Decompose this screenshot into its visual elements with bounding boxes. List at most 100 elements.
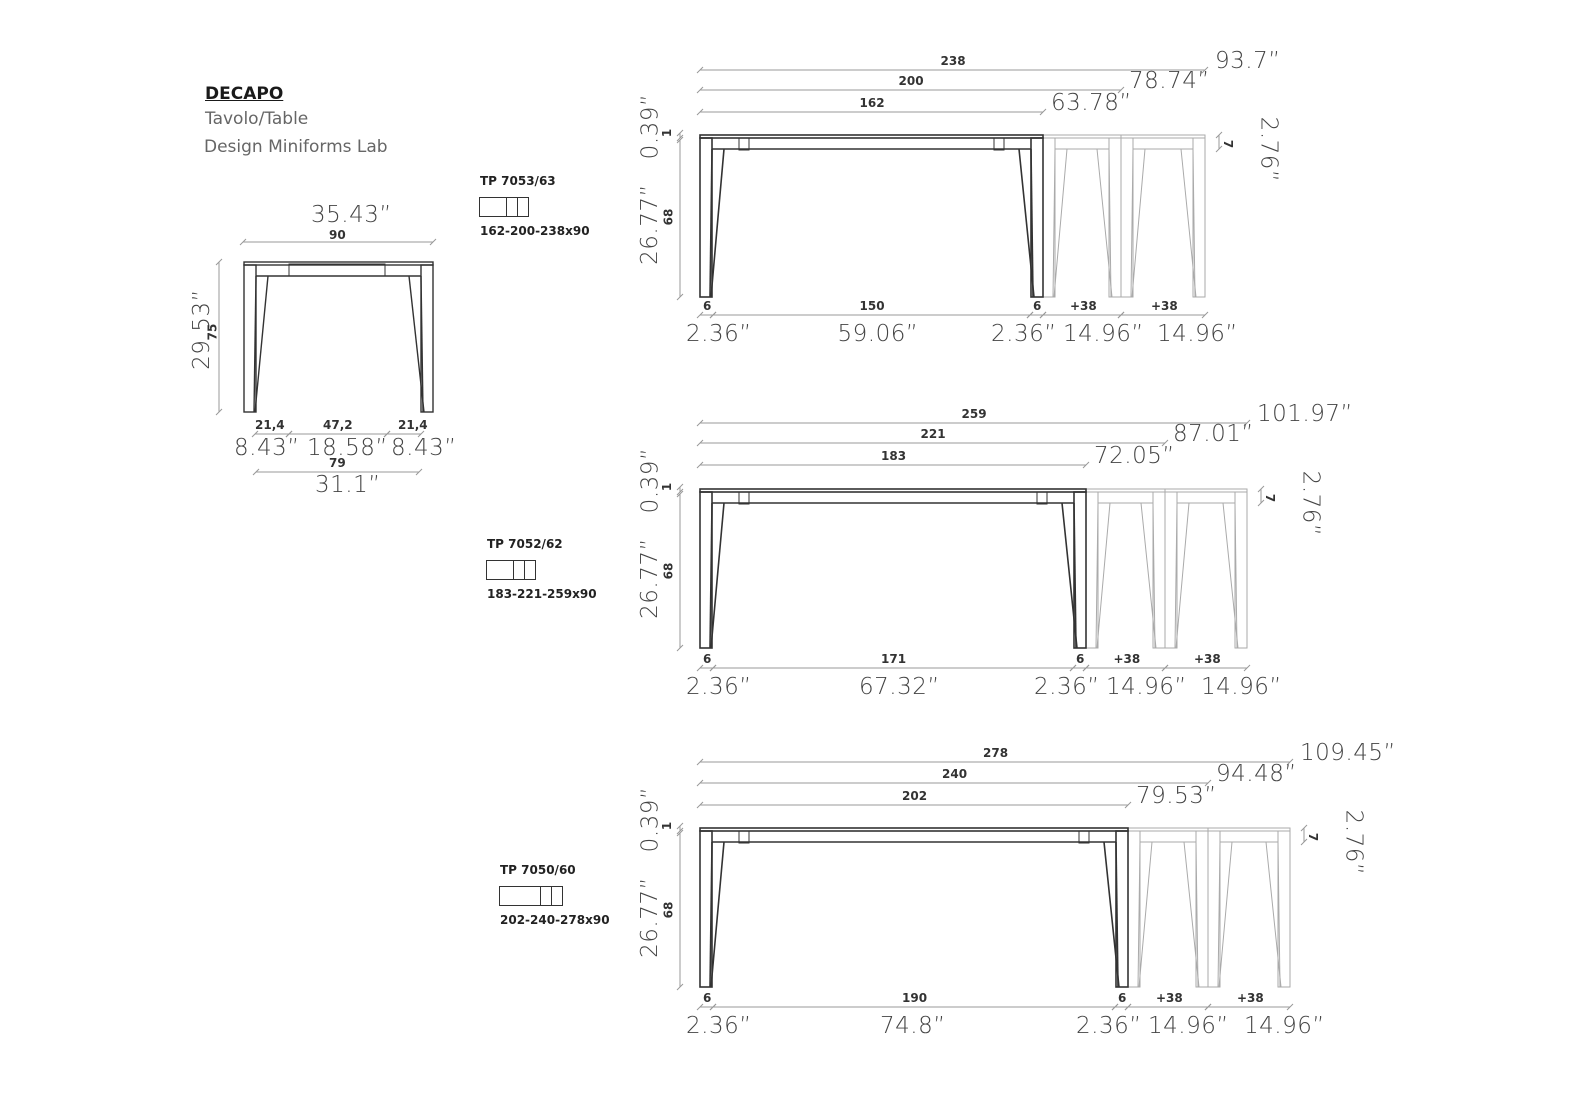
bottom-dim-1-tick xyxy=(709,1003,717,1011)
extension-2-2-leg-left xyxy=(1207,830,1221,988)
extension-1-1-leg-right-strut xyxy=(1140,502,1157,649)
table-sizes: 162-200-238x90 xyxy=(480,224,590,238)
small-table-drawer xyxy=(288,263,386,277)
extension-2-2-leg-left-strut xyxy=(1218,841,1233,988)
extension-1-2-leg-right-strut xyxy=(1195,841,1199,988)
bottom-cm: 6 xyxy=(1076,652,1085,666)
extension-height-dim-tick xyxy=(1215,131,1223,139)
table-0-bracket xyxy=(738,137,750,151)
small-height-dim-tick xyxy=(215,258,223,266)
small-table-leg-left-strut xyxy=(253,275,257,413)
bottom-in: 2.36” xyxy=(686,674,752,700)
small-seg-cm-1: 21,4 xyxy=(255,418,285,432)
table-0-top xyxy=(699,134,1044,139)
small-seg-cm-2: 47,2 xyxy=(323,418,353,432)
small-base-in: 31.1” xyxy=(315,472,381,498)
table-2-leg-left xyxy=(699,830,713,988)
table-sizes: 183-221-259x90 xyxy=(487,587,597,601)
bottom-in: 2.36” xyxy=(991,321,1057,347)
length-in: 94.48” xyxy=(1216,761,1297,787)
length-dim-max-tick xyxy=(1243,419,1251,427)
small-seg-in-2: 18.58” xyxy=(307,435,388,461)
small-seg-dim-tick xyxy=(383,430,391,438)
extension-1-1-leg-left-strut xyxy=(1095,502,1099,649)
table-1-leg-left-strut xyxy=(710,502,725,649)
designer: Design Miniforms Lab xyxy=(204,137,388,157)
length-dim-mid-tick xyxy=(696,779,704,787)
bottom-dim-1-tick xyxy=(709,664,717,672)
bottom-cm: 6 xyxy=(703,299,712,313)
extension-2-1-leg-right-strut xyxy=(1234,502,1238,649)
length-in: 63.78” xyxy=(1051,90,1132,116)
small-table-leg-left xyxy=(243,264,257,413)
extension-2-1-leg-right-strut xyxy=(1222,502,1239,649)
bottom-dim-2-tick xyxy=(1069,664,1077,672)
extension-2-0-top xyxy=(1120,134,1206,139)
small-width-dim-tick xyxy=(429,238,437,246)
bottom-cm: +38 xyxy=(1156,991,1183,1005)
extension-2-2-leg-right-strut xyxy=(1265,841,1282,988)
length-cm: 240 xyxy=(942,767,968,781)
extension-1-0-leg-right-strut xyxy=(1108,148,1112,298)
length-cm: 278 xyxy=(983,746,1009,760)
extension-1-0-leg-left-strut xyxy=(1053,148,1068,298)
table-0-leg-left-strut xyxy=(710,148,725,298)
top-thickness-dim-tick xyxy=(676,129,684,137)
length-dim-min-tick xyxy=(696,801,704,809)
table-2-top xyxy=(699,827,1129,832)
small-width-cm: 90 xyxy=(329,228,346,242)
bottom-in: 59.06” xyxy=(837,321,919,347)
extension-1-1-leg-right-strut xyxy=(1152,502,1156,649)
extension-2-1-top xyxy=(1164,488,1248,493)
leg-height-dim-tick xyxy=(676,983,684,991)
table-2-leg-right-strut xyxy=(1103,841,1120,988)
length-cm: 221 xyxy=(920,427,946,441)
bottom-dim-4-tick xyxy=(1286,1003,1294,1011)
extension-height-dim-tick xyxy=(1257,485,1265,493)
table-1-leg-right xyxy=(1073,491,1087,649)
bottom-dim-4-tick xyxy=(1161,664,1169,672)
table-1-top xyxy=(699,488,1087,493)
extension-2-1-leg-left-strut xyxy=(1174,502,1178,649)
extension-2-1-leg-left-strut xyxy=(1175,502,1190,649)
table-2-leg-right xyxy=(1115,830,1129,988)
extension-height-dim-tick xyxy=(1300,824,1308,832)
length-in: 109.45” xyxy=(1300,740,1396,766)
top-thickness-in: 0.39” xyxy=(637,786,664,853)
length-cm: 202 xyxy=(902,789,928,803)
extension-2-2-leg-right-strut xyxy=(1277,841,1281,988)
bottom-dim-3-tick xyxy=(1124,1003,1132,1011)
length-dim-mid-tick xyxy=(1117,86,1125,94)
top-thickness-dim-tick xyxy=(676,483,684,491)
small-table-leg-right-strut xyxy=(420,275,424,413)
bottom-dim-4-tick xyxy=(1117,311,1125,319)
length-dim-max-tick xyxy=(696,66,704,74)
extension-config-icon xyxy=(486,560,536,580)
leg-height-cm: 68 xyxy=(661,208,676,226)
bottom-in: 14.96” xyxy=(1063,321,1144,347)
bottom-in: 14.96” xyxy=(1157,321,1238,347)
small-base-dim-tick xyxy=(415,468,423,476)
small-table-leg-left-strut xyxy=(254,275,269,413)
bottom-dim-0-tick xyxy=(696,1003,704,1011)
small-base-cm: 79 xyxy=(329,456,346,470)
extension-height-dim-tick xyxy=(1257,499,1265,507)
table-code: TP 7053/63 xyxy=(480,174,556,188)
bottom-dim-4-tick xyxy=(1204,1003,1212,1011)
length-dim-min-tick xyxy=(1039,108,1047,116)
extension-1-0-leg-left-strut xyxy=(1052,148,1056,298)
length-cm: 238 xyxy=(940,54,966,68)
small-seg-dim-tick xyxy=(251,430,259,438)
top-thickness-in: 0.39” xyxy=(637,447,664,514)
leg-height-in: 26.77” xyxy=(636,877,663,958)
bottom-cm: +38 xyxy=(1151,299,1178,313)
extension-height-in: 2.76” xyxy=(1297,470,1324,537)
extension-2-1-leg-right xyxy=(1234,491,1248,649)
small-height-cm: 75 xyxy=(205,323,220,341)
table-0-leg-right-strut xyxy=(1030,148,1034,298)
bottom-dim-3-tick xyxy=(1039,311,1047,319)
extension-1-2-leg-left-strut xyxy=(1137,841,1141,988)
length-in: 93.7” xyxy=(1215,48,1281,74)
table-sizes: 202-240-278x90 xyxy=(500,913,610,927)
